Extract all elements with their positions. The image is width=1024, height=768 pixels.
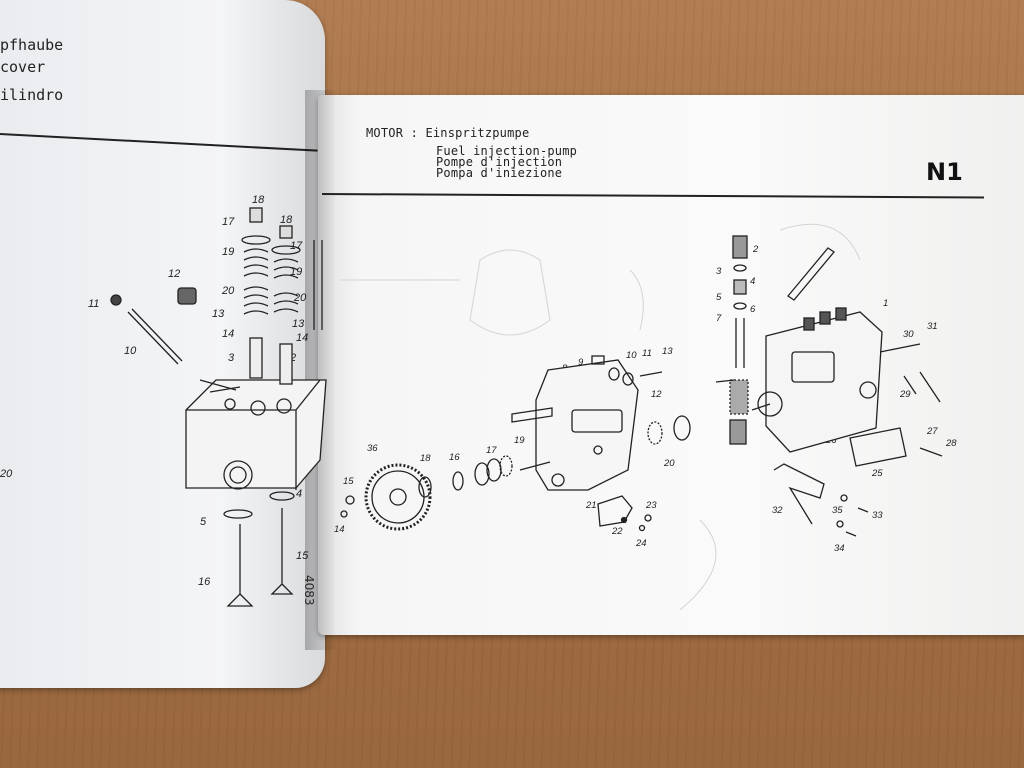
label-7: 7 [716,313,722,324]
label-30: 30 [903,329,914,340]
pump-assembly-right [751,307,921,453]
delivery-valve-stack [715,235,749,445]
label-25: 25 [872,468,883,479]
left-title-line-3: ilindro [0,86,64,104]
left-label-3: 3 [228,352,235,364]
left-label-18a: 18 [252,194,265,206]
label-4: 4 [750,276,756,287]
label-31: 31 [927,321,938,332]
label-23: 23 [646,500,657,511]
label-34: 34 [834,543,845,554]
book-gutter-shadow [305,90,335,650]
title-english: Fuel injection-pump [436,144,578,158]
left-label-11: 11 [88,298,100,310]
label-2: 2 [753,244,759,255]
left-label-15: 15 [296,550,309,562]
left-label-12: 12 [168,268,181,280]
ring-18 [418,476,432,498]
label-11: 11 [642,348,652,359]
label-12: 12 [651,389,662,400]
label-21: 21 [586,500,597,511]
gear-36 [364,463,432,531]
left-label-4: 4 [296,488,303,500]
bearing-17 [474,455,513,486]
label-22: 22 [612,526,623,537]
label-13: 13 [662,346,673,357]
left-label-19b: 19 [290,266,303,278]
pump-housing-main [511,359,639,491]
left-title-line-2: cover [0,58,46,76]
label-6: 6 [750,304,756,315]
stud-10 [127,308,183,365]
left-label-14b: 14 [296,332,309,344]
label-15: 15 [343,476,354,487]
left-label-13b: 13 [292,318,305,330]
label-9: 9 [578,357,584,368]
left-page [0,0,325,688]
bearings-20 [647,415,691,445]
title-italian: Pompa d'iniezione [436,166,563,180]
left-margin-number: 20 [0,468,13,480]
nut-11 [110,294,122,306]
left-label-16: 16 [198,576,211,588]
label-19: 19 [514,435,525,446]
label-24: 24 [636,538,647,549]
washer-14 [340,510,348,518]
valve-springs [241,207,301,385]
left-label-14a: 14 [222,328,235,340]
label-20: 20 [664,458,675,469]
label-27: 27 [927,426,938,437]
label-18: 18 [420,453,431,464]
right-page [318,95,1024,635]
washer-16 [452,471,464,491]
pipe-32 [773,463,825,525]
small-parts-8-13 [591,355,663,386]
label-36: 36 [367,443,378,454]
title-french: Pompe d'injection [436,155,563,169]
label-28: 28 [946,438,957,449]
left-label-10: 10 [124,345,137,357]
plate-21 [597,495,633,527]
label-5: 5 [716,292,722,303]
cover-25 [849,427,907,467]
left-label-18b: 18 [280,214,293,226]
left-label-17a: 17 [222,216,235,228]
cap-12 [177,287,197,305]
left-title-line-1: pfhaube [0,36,64,54]
left-label-19a: 19 [222,246,235,258]
label-35: 35 [832,505,843,516]
label-3: 3 [716,266,722,277]
cylinder-head-drawing [185,379,327,490]
nut-15 [345,495,355,505]
label-10: 10 [626,350,637,361]
page-code: N1 [926,158,963,186]
bracket [787,247,835,301]
label-29: 29 [900,389,911,400]
left-label-5: 5 [200,516,207,528]
valves [223,491,295,607]
label-16: 16 [449,452,460,463]
section-label: MOTOR : Einspritzpumpe [366,126,530,140]
lever-29 [903,371,941,403]
left-label-2: 2 [290,352,297,364]
left-label-13a: 13 [212,308,225,320]
label-17: 17 [486,445,497,456]
label-1: 1 [883,298,889,309]
label-33: 33 [872,510,883,521]
left-label-20a: 20 [222,285,235,297]
label-14: 14 [334,524,345,535]
label-32: 32 [772,505,783,516]
